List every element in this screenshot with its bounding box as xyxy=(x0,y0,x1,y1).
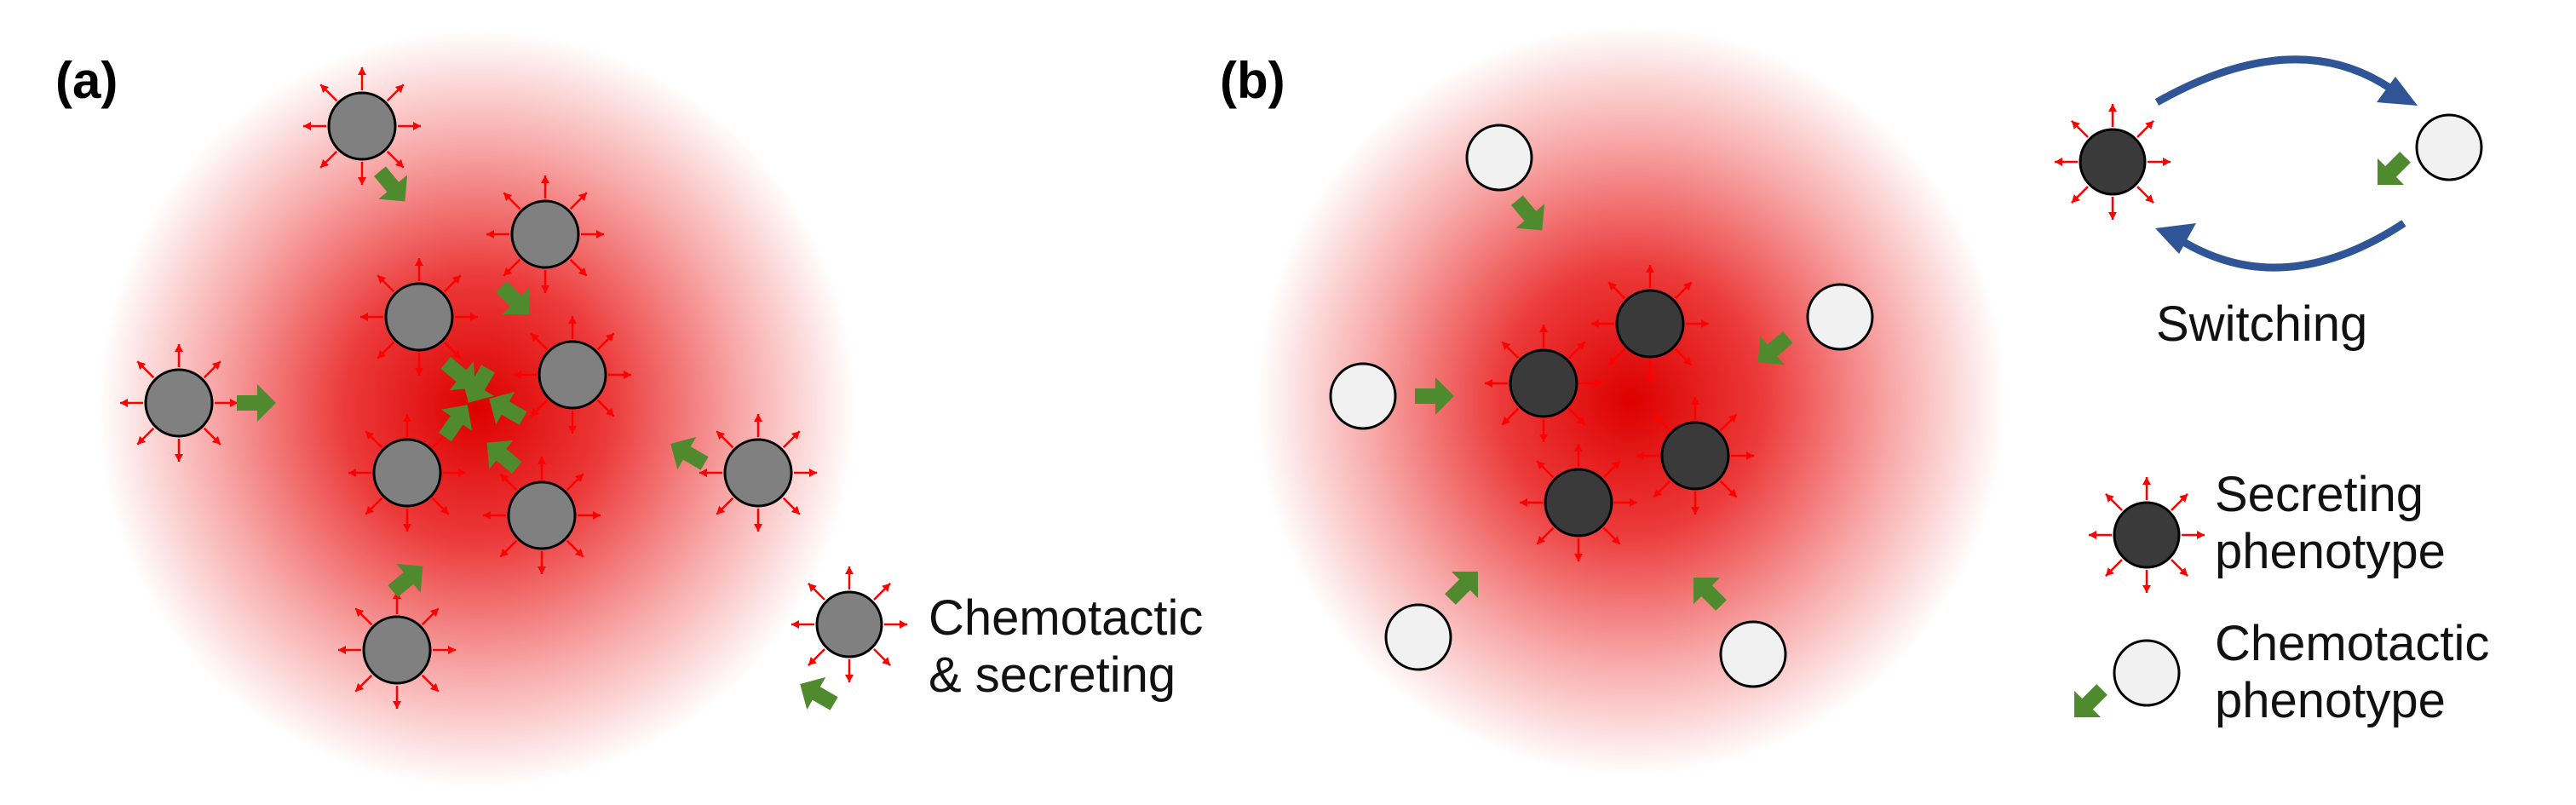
cell xyxy=(120,344,238,462)
secretion-arrows-icon xyxy=(1591,265,1709,382)
chemotactic-phenotype-icon xyxy=(2074,639,2181,717)
motion-arrow-icon xyxy=(237,384,276,422)
panel-b-label: (b) xyxy=(1220,52,1285,109)
secretion-arrows-icon xyxy=(348,414,466,532)
panel-a: (a) Chemotactic & secreting xyxy=(55,30,1203,788)
chemoattractant-gradient-b xyxy=(1256,26,2006,775)
cell xyxy=(1485,325,1602,442)
cell xyxy=(791,566,907,682)
cell xyxy=(303,67,421,185)
secretion-arrows-icon xyxy=(1636,397,1754,515)
cell xyxy=(1465,124,1533,192)
legend-b: Secreting phenotype Chemotactic phenotyp… xyxy=(2074,467,2489,728)
secreting-phenotype-icon xyxy=(2089,477,2205,593)
cell xyxy=(2415,113,2483,181)
cell xyxy=(338,591,456,709)
switch-chemotactic-cell xyxy=(2378,113,2483,185)
motion-arrow-icon xyxy=(486,440,522,474)
legend-secreting-line1: Secreting xyxy=(2215,467,2424,522)
motion-arrow-icon xyxy=(1693,578,1727,611)
legend-secreting-line2: phenotype xyxy=(2215,524,2446,579)
cell xyxy=(1329,362,1397,430)
motion-arrow-icon xyxy=(1415,377,1454,415)
cell xyxy=(2055,104,2171,220)
motion-arrow-icon xyxy=(388,563,423,597)
cells-a xyxy=(120,67,817,709)
motion-arrow-icon xyxy=(1511,195,1545,231)
legend-a: Chemotactic & secreting xyxy=(791,566,1203,710)
cell xyxy=(1636,397,1754,515)
secretion-arrows-icon xyxy=(120,344,238,462)
secretion-arrows-icon xyxy=(514,316,631,434)
secretion-arrows-icon xyxy=(303,67,421,185)
legend-chemotactic-line1: Chemotactic xyxy=(2215,616,2489,671)
cell xyxy=(348,414,466,532)
chemoattractant-gradient-a xyxy=(98,30,856,788)
legend-chemotactic-line2: phenotype xyxy=(2215,673,2446,728)
motion-arrow-icon xyxy=(670,436,709,470)
secretion-arrows-icon xyxy=(699,414,817,532)
switch-arrow-top-icon xyxy=(2154,55,2401,106)
secretion-arrows-icon xyxy=(2089,477,2205,593)
motion-arrow-icon xyxy=(1445,572,1478,605)
switch-secreting-cell xyxy=(2055,104,2171,220)
cell xyxy=(1719,620,1787,688)
secretion-arrows-icon xyxy=(2055,104,2171,220)
switch-arrowhead-top-icon xyxy=(2377,77,2418,106)
motion-arrow-icon xyxy=(1757,331,1793,365)
cell xyxy=(486,175,604,293)
motion-arrow-icon xyxy=(800,676,838,710)
cell xyxy=(699,414,817,532)
panel-a-label: (a) xyxy=(55,52,118,109)
motion-arrow-icon xyxy=(489,391,527,425)
secretion-arrows-icon xyxy=(360,258,478,376)
panel-b: (b) Switching Secreting phenotype Chemot… xyxy=(1220,26,2489,775)
switch-arrowhead-bottom-icon xyxy=(2155,223,2196,254)
cells-b xyxy=(1329,124,1874,688)
cell xyxy=(1591,265,1709,382)
motion-arrow-icon xyxy=(496,281,529,314)
motion-arrow-icon xyxy=(2074,684,2107,717)
secretion-arrows-icon xyxy=(791,566,907,682)
switching-diagram: Switching xyxy=(2055,55,2483,352)
cell xyxy=(1806,283,1874,351)
chemotactic-secreting-icon xyxy=(791,566,907,710)
cell xyxy=(360,258,478,376)
switching-label: Switching xyxy=(2156,296,2367,352)
secretion-arrows-icon xyxy=(338,591,456,709)
secretion-arrows-icon xyxy=(1485,325,1602,442)
legend-a-line2: & secreting xyxy=(929,647,1176,703)
legend-a-line1: Chemotactic xyxy=(929,590,1203,646)
cell xyxy=(1384,603,1452,671)
cell xyxy=(483,457,601,574)
secretion-arrows-icon xyxy=(1520,444,1637,561)
cell xyxy=(514,316,631,434)
motion-arrow-icon xyxy=(439,405,473,442)
cell xyxy=(2113,639,2181,707)
cell xyxy=(1520,444,1637,561)
motion-arrow-icon xyxy=(374,166,408,202)
switch-arrow-bottom-icon xyxy=(2178,220,2406,272)
cell xyxy=(2089,477,2205,593)
secretion-arrows-icon xyxy=(483,457,601,574)
secretion-arrows-icon xyxy=(486,175,604,293)
motion-arrow-icon xyxy=(461,365,495,403)
motion-arrow-icon xyxy=(2378,152,2411,185)
